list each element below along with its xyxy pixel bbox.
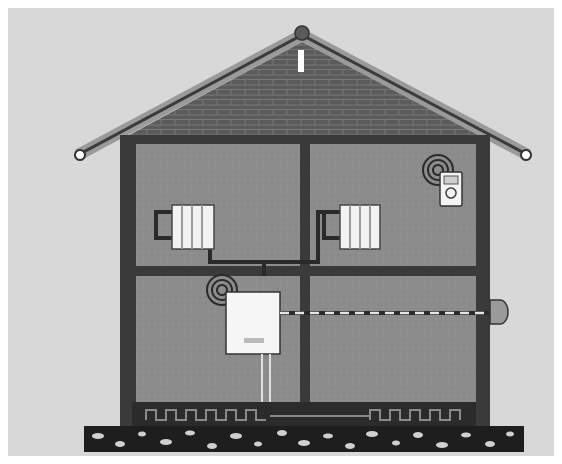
ridge-cap <box>294 25 310 41</box>
underfloor-heating-coil-right <box>369 409 461 421</box>
gutter-right <box>520 149 532 161</box>
lower-right-room <box>310 276 476 410</box>
signal-boiler <box>206 274 238 306</box>
gravel-stones <box>92 430 514 449</box>
boiler <box>225 291 281 355</box>
floor-slab <box>132 402 476 426</box>
radiator-right <box>339 204 381 250</box>
upper-left-room <box>136 144 300 266</box>
signal-thermostat <box>422 154 454 186</box>
underfloor-heating-coil-left <box>145 409 266 421</box>
pipe-radiator-right <box>322 210 342 240</box>
roof-vent <box>298 50 304 72</box>
ground-gravel <box>84 426 524 452</box>
gutter-left <box>74 149 86 161</box>
radiator-left <box>171 204 215 250</box>
outdoor-sensor <box>489 299 509 325</box>
pipe-boiler-down <box>261 354 271 408</box>
pipe-radiator-left <box>154 210 176 240</box>
wireless-thermostat <box>439 171 463 207</box>
roof <box>120 42 490 140</box>
